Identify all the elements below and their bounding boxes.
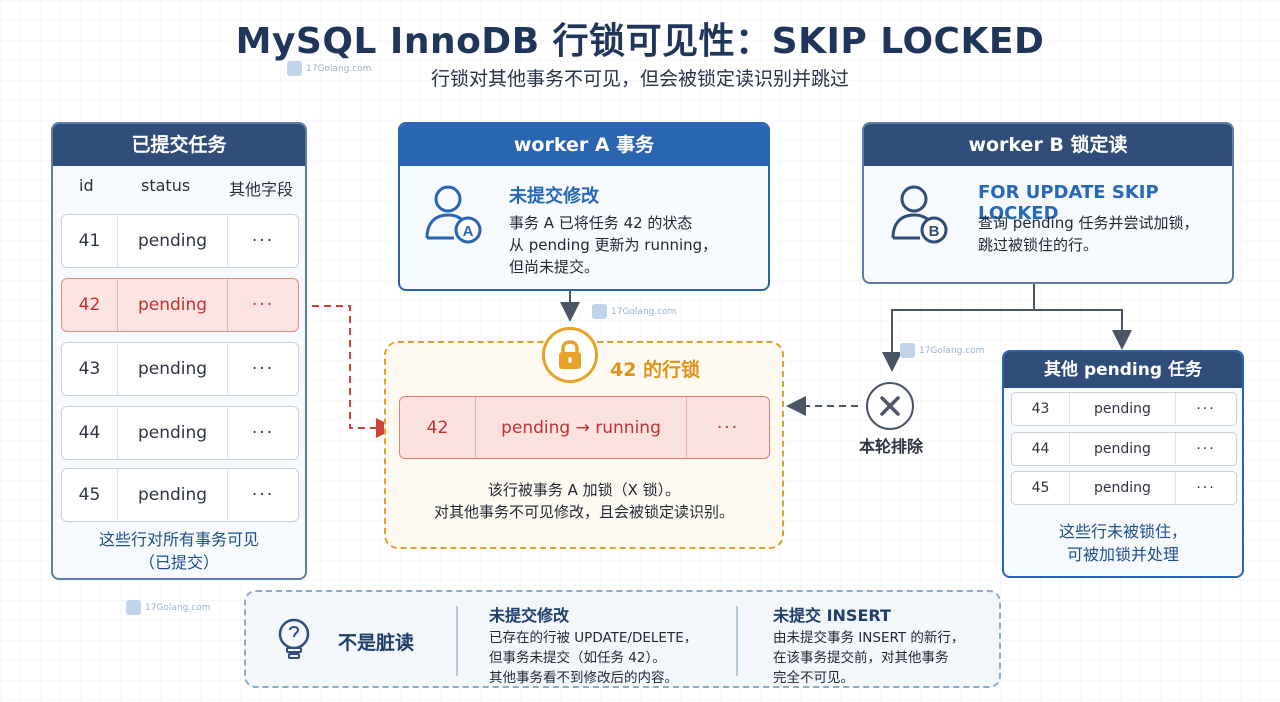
watermark: 17Golang.com [126, 600, 210, 615]
table-header: id status 其他字段 [53, 166, 305, 206]
row-id: 42 [62, 279, 118, 331]
worker-a-title: worker A 事务 [400, 124, 768, 166]
worker-b-right-arrow [1034, 309, 1132, 350]
row-other: ··· [1196, 441, 1216, 457]
table-row: 44 pending ··· [61, 406, 299, 460]
table-row: 43 pending ··· [61, 342, 299, 396]
committed-tasks-panel: 已提交任务 id status 其他字段 41 pending ··· 42 p… [51, 122, 307, 580]
row-id: 45 [62, 469, 118, 521]
page-title: MySQL InnoDB 行锁可见性：SKIP LOCKED [235, 21, 1045, 62]
row-status: pending [118, 469, 228, 521]
table-row: 45 pending ··· [1011, 471, 1237, 505]
watermark-logo-icon [126, 600, 141, 615]
excluded-label: 本轮排除 [858, 437, 923, 456]
column-header-other: 其他字段 [229, 180, 294, 199]
not-dirty-read-box: 不是脏读 未提交修改 已存在的行被 UPDATE/DELETE， 但事务未提交（… [244, 590, 1001, 688]
row-id: 44 [62, 407, 118, 459]
avatar-letter: B [929, 223, 940, 240]
row-other: ··· [1196, 401, 1216, 417]
worker-b-panel: worker B 锁定读 B FOR UPDATE SKIP LOCKED 查询… [862, 122, 1234, 284]
worker-b-section-title: FOR UPDATE SKIP LOCKED [978, 182, 1159, 224]
table-row: 45 pending ··· [61, 468, 299, 522]
row-status: pending [1070, 472, 1176, 504]
red-dashed-connector [300, 305, 396, 438]
uncommitted-modify-text: 已存在的行被 UPDATE/DELETE， 但事务未提交（如任务 42）。 其他… [489, 630, 698, 686]
close-icon [880, 396, 900, 416]
lightbulb-icon [278, 618, 310, 659]
uncommitted-modify-title: 未提交修改 [489, 606, 570, 625]
worker-a-section-title: 未提交修改 [509, 186, 599, 207]
row-id: 41 [62, 215, 118, 267]
table-row: 44 pending ··· [1011, 432, 1237, 466]
row-other: ··· [251, 295, 275, 315]
watermark: 17Golang.com [900, 343, 984, 358]
row-other: ··· [1196, 480, 1216, 496]
locked-row-other: ··· [716, 417, 740, 438]
worker-a-panel: worker A 事务 A 未提交修改 事务 A 已将任务 42 的状态 从 p… [398, 122, 770, 291]
uncommitted-insert-text: 由未提交事务 INSERT 的新行， 在该事务提交前，对其他事务 完全不可见。 [773, 630, 965, 686]
divider [736, 606, 738, 676]
table-row-highlighted: 42 pending ··· [61, 278, 299, 332]
lock-label: 42 的行锁 [610, 359, 701, 381]
worker-b-description: 查询 pending 任务并尝试加锁， 跳过被锁住的行。 [978, 214, 1199, 254]
page-subtitle: 行锁对其他事务不可见，但会被锁定读识别并跳过 [430, 68, 849, 90]
excluded-x-circle [866, 382, 914, 430]
divider [456, 606, 458, 676]
row-lock-box: 42 pending → running ··· 该行被事务 A 加锁（X 锁）… [384, 341, 784, 549]
row-status: pending [1070, 393, 1176, 425]
user-a-icon: A [425, 185, 482, 244]
worker-b-split-line [882, 284, 1035, 372]
row-id: 44 [1012, 433, 1070, 465]
row-other: ··· [251, 485, 275, 505]
watermark: 17Golang.com [287, 61, 371, 76]
worker-a-description: 事务 A 已将任务 42 的状态 从 pending 更新为 running， … [509, 214, 718, 276]
row-other: ··· [251, 423, 275, 443]
committed-tasks-title: 已提交任务 [53, 124, 305, 166]
table-row: 43 pending ··· [1011, 392, 1237, 426]
other-tasks-panel: 其他 pending 任务 43 pending ··· 44 pending … [1002, 350, 1244, 578]
watermark: 17Golang.com [592, 304, 676, 319]
lock-icon [559, 340, 581, 369]
worker-b-title: worker B 锁定读 [864, 124, 1232, 166]
lock-icon-circle [542, 327, 598, 383]
row-id: 43 [1012, 393, 1070, 425]
user-b-icon: B [891, 185, 948, 244]
locked-row-id: 42 [400, 397, 476, 458]
other-tasks-title: 其他 pending 任务 [1004, 352, 1242, 388]
column-header-status: status [141, 176, 191, 195]
column-header-id: id [79, 176, 94, 195]
avatar-letter: A [463, 223, 474, 240]
table-row: 41 pending ··· [61, 214, 299, 268]
row-status: pending [118, 343, 228, 395]
lock-note: 该行被事务 A 加锁（X 锁）。 对其他事务不可见修改，且会被锁定读识别。 [433, 481, 734, 521]
row-other: ··· [251, 231, 275, 251]
row-id: 43 [62, 343, 118, 395]
row-other: ··· [251, 359, 275, 379]
row-id: 45 [1012, 472, 1070, 504]
uncommitted-insert-title: 未提交 INSERT [773, 606, 891, 625]
row-status: pending [118, 279, 228, 331]
watermark-logo-icon [287, 61, 302, 76]
row-status: pending [118, 407, 228, 459]
committed-note: 这些行对所有事务可见 （已提交） [98, 530, 259, 572]
watermark-logo-icon [592, 304, 607, 319]
other-tasks-note: 这些行未被锁住， 可被加锁并处理 [1058, 522, 1187, 564]
locked-row: 42 pending → running ··· [399, 396, 770, 459]
watermark-logo-icon [900, 343, 915, 358]
row-status: pending [118, 215, 228, 267]
row-status: pending [1070, 433, 1176, 465]
not-dirty-read-label: 不是脏读 [338, 632, 415, 654]
locked-row-status: pending → running [476, 397, 687, 458]
